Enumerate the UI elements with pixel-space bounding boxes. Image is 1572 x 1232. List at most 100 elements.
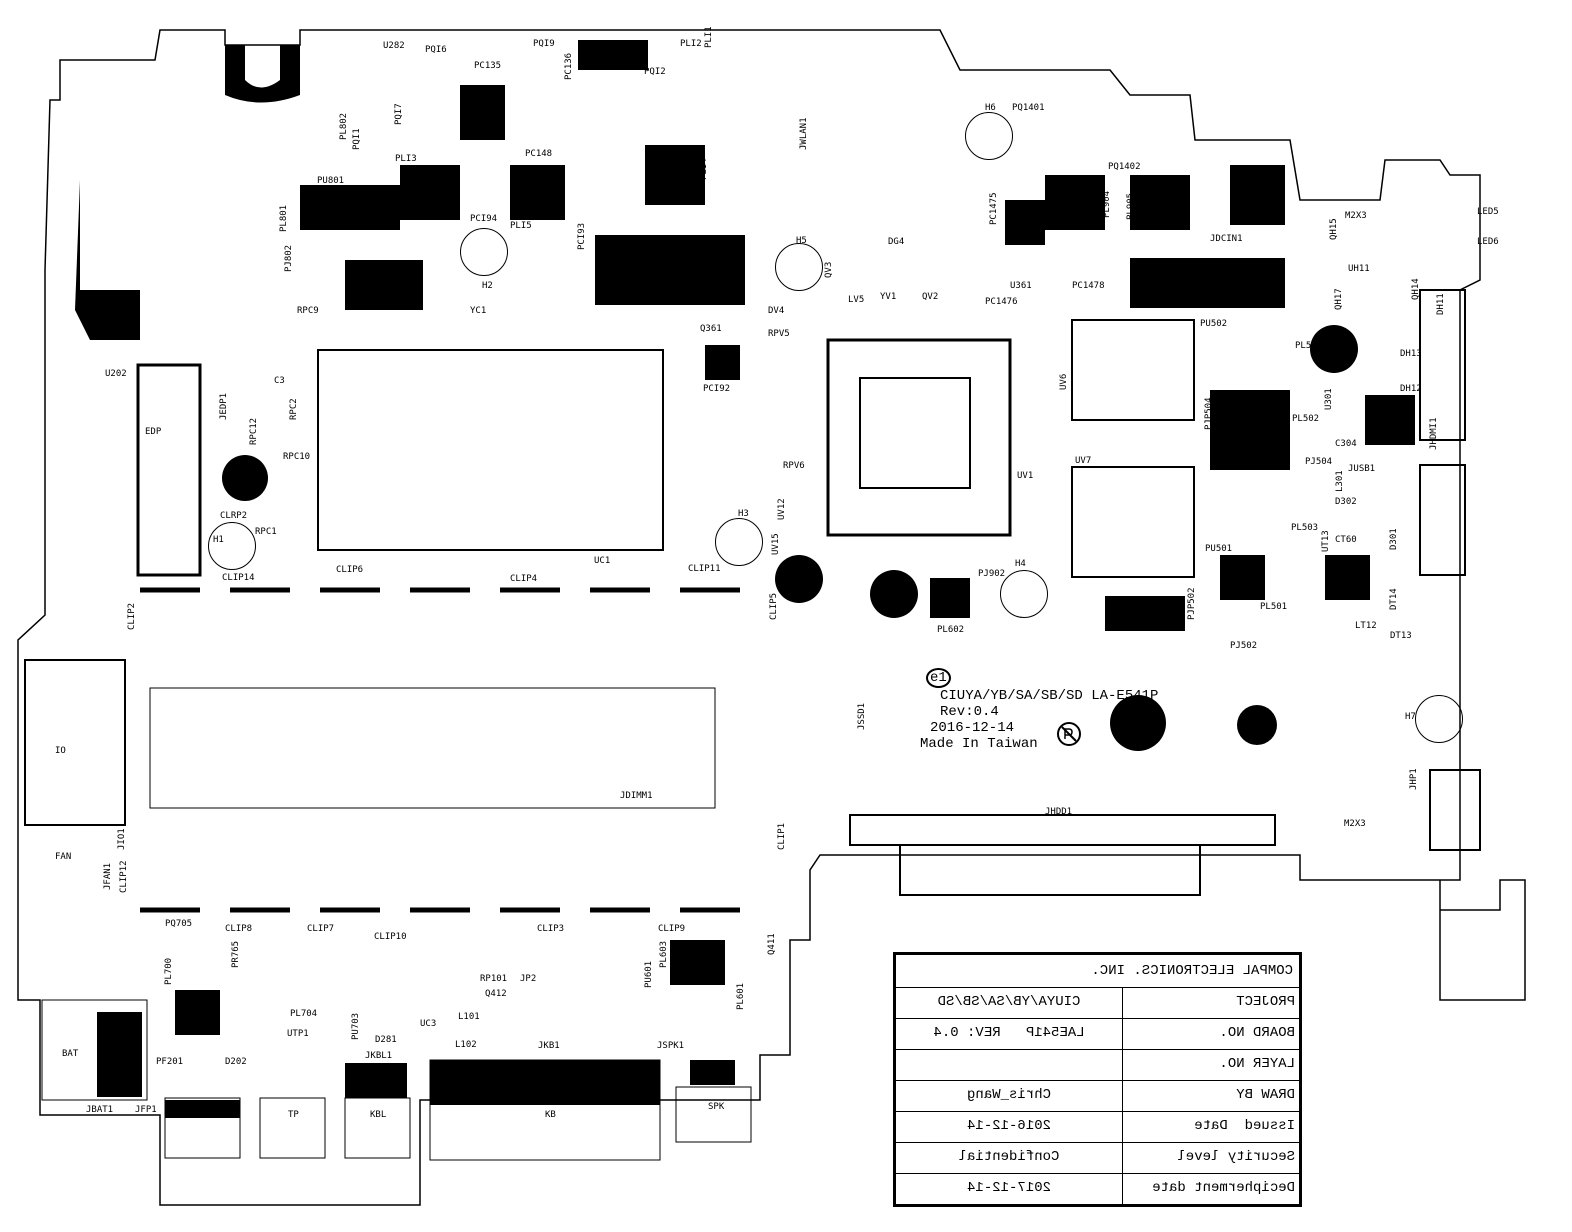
component-label: RPV5: [768, 329, 790, 339]
board-model: CIUYA/YB/SA/SB/SD LA-E541P: [940, 688, 1159, 704]
component-label: PU601: [644, 960, 654, 988]
component-label: U282: [383, 41, 405, 51]
component-label: M2X3: [1344, 819, 1366, 829]
title-value: Chris_Wang: [967, 1087, 1052, 1103]
board-marking: e1 CIUYA/YB/SA/SB/SD LA-E541P Rev:0.4 20…: [920, 668, 1158, 752]
component-label: PLI6: [342, 200, 352, 222]
component-label: EDP: [145, 427, 162, 437]
inductor: [1220, 555, 1265, 600]
component-label: U202: [105, 369, 127, 379]
component-label: LT12: [1355, 621, 1377, 631]
component-label: Q361: [700, 324, 722, 334]
component-label: PC1478: [1072, 281, 1105, 291]
title-key: Security level: [1122, 1143, 1299, 1173]
component-label: JKB1: [538, 1041, 560, 1051]
component-label: LED5: [1477, 207, 1499, 217]
component-label: PL503: [1291, 523, 1319, 533]
component-label: UV12: [777, 498, 787, 520]
title-key: Issued Date: [1122, 1112, 1299, 1142]
component-label: SPK: [708, 1102, 725, 1112]
component-label: RPC12: [249, 417, 259, 445]
ic-package: [595, 235, 745, 305]
component-label: JDCIN1: [1210, 234, 1243, 244]
mounting-hole: [1415, 695, 1463, 743]
component-label: UC1: [594, 556, 611, 566]
component-label: CLIP2: [127, 602, 137, 630]
component-label: PL603: [659, 940, 669, 968]
inductor: [175, 990, 220, 1035]
board-origin: Made In Taiwan: [920, 736, 1038, 752]
component-label: JSSD1: [857, 702, 867, 730]
mounting-hole: [460, 228, 508, 276]
component-label: PL601: [736, 982, 746, 1010]
component-label: RPC1: [255, 527, 277, 537]
component-label: PQI7: [394, 103, 404, 125]
component-label: PQ705: [165, 919, 193, 929]
component-label: PC136: [564, 52, 574, 80]
component-label: PL504: [1295, 341, 1323, 351]
title-value: LAE541P REV: 0.4: [933, 1025, 1085, 1041]
title-value: 2016-12-14: [967, 1118, 1052, 1134]
component-label: DG4: [888, 237, 905, 247]
ic-package: [1105, 596, 1185, 631]
component-label: RPC10: [283, 452, 311, 462]
component-label: KBL: [370, 1110, 387, 1120]
title-key: PROJECT: [1122, 988, 1299, 1018]
component-label: CLIP8: [225, 924, 253, 934]
component-label: H4: [1015, 559, 1026, 569]
component-label: PL904: [1102, 190, 1112, 218]
component-label: JWLAN1: [799, 117, 809, 150]
component-label: PCI93: [577, 222, 587, 250]
mounting-hole: [1000, 570, 1048, 618]
component-label: LV5: [848, 295, 865, 305]
inductor: [1005, 200, 1045, 245]
component-label: UV15: [771, 533, 781, 555]
component-label: PC148: [525, 149, 553, 159]
component-label: PJ504: [1305, 457, 1333, 467]
component-label: RP101: [480, 974, 508, 984]
component-label: PL801: [279, 204, 289, 232]
component-label: PQ1402: [1108, 162, 1141, 172]
title-key: Decipherment date: [1122, 1174, 1299, 1204]
component-label: C3: [274, 376, 285, 386]
board-revision: Rev:0.4: [940, 704, 999, 720]
component-label: QV2: [922, 292, 939, 302]
title-row: BOARD NO.LAE541P REV: 0.4: [896, 1018, 1299, 1049]
title-value: [896, 1050, 1122, 1080]
component-label: JUSB1: [1348, 464, 1376, 474]
mounting-hole: [965, 112, 1013, 160]
component-label: PU502: [1200, 319, 1228, 329]
component-label: JIO1: [117, 828, 127, 850]
component-label: JHDMI1: [1429, 417, 1439, 450]
component-label: PQI2: [644, 67, 666, 77]
component-label: PC1476: [985, 297, 1018, 307]
component-label: PCI92: [703, 384, 731, 394]
component-label: D281: [375, 1035, 397, 1045]
component-label: RPC9: [297, 306, 319, 316]
component-label: UT13: [1321, 530, 1331, 552]
component-label: Q411: [767, 933, 777, 955]
component-label: JSPK1: [657, 1041, 685, 1051]
component-label: JHP1: [1409, 768, 1419, 790]
ic-package: [578, 40, 648, 70]
component-label: H7: [1405, 712, 1416, 722]
component-label: UV6: [1059, 373, 1069, 390]
title-key: LAYER NO.: [1122, 1050, 1299, 1080]
component-label: PL700: [164, 957, 174, 985]
component-label: UV7: [1075, 456, 1092, 466]
component-label: CLRP2: [220, 511, 248, 521]
component-label: QH14: [1411, 278, 1421, 300]
title-value: CIUYA/YB/SA/SB/SD: [937, 994, 1081, 1010]
component-label: H2: [482, 281, 493, 291]
component-label: PL905: [1126, 192, 1136, 220]
title-key: DRAW BY: [1122, 1081, 1299, 1111]
component-label: JFP1: [135, 1105, 157, 1115]
component-label: JDIMM1: [620, 791, 653, 801]
component-label: JEDP1: [219, 392, 229, 420]
component-label: DH11: [1436, 293, 1446, 315]
kbl-connector: [345, 1063, 407, 1098]
